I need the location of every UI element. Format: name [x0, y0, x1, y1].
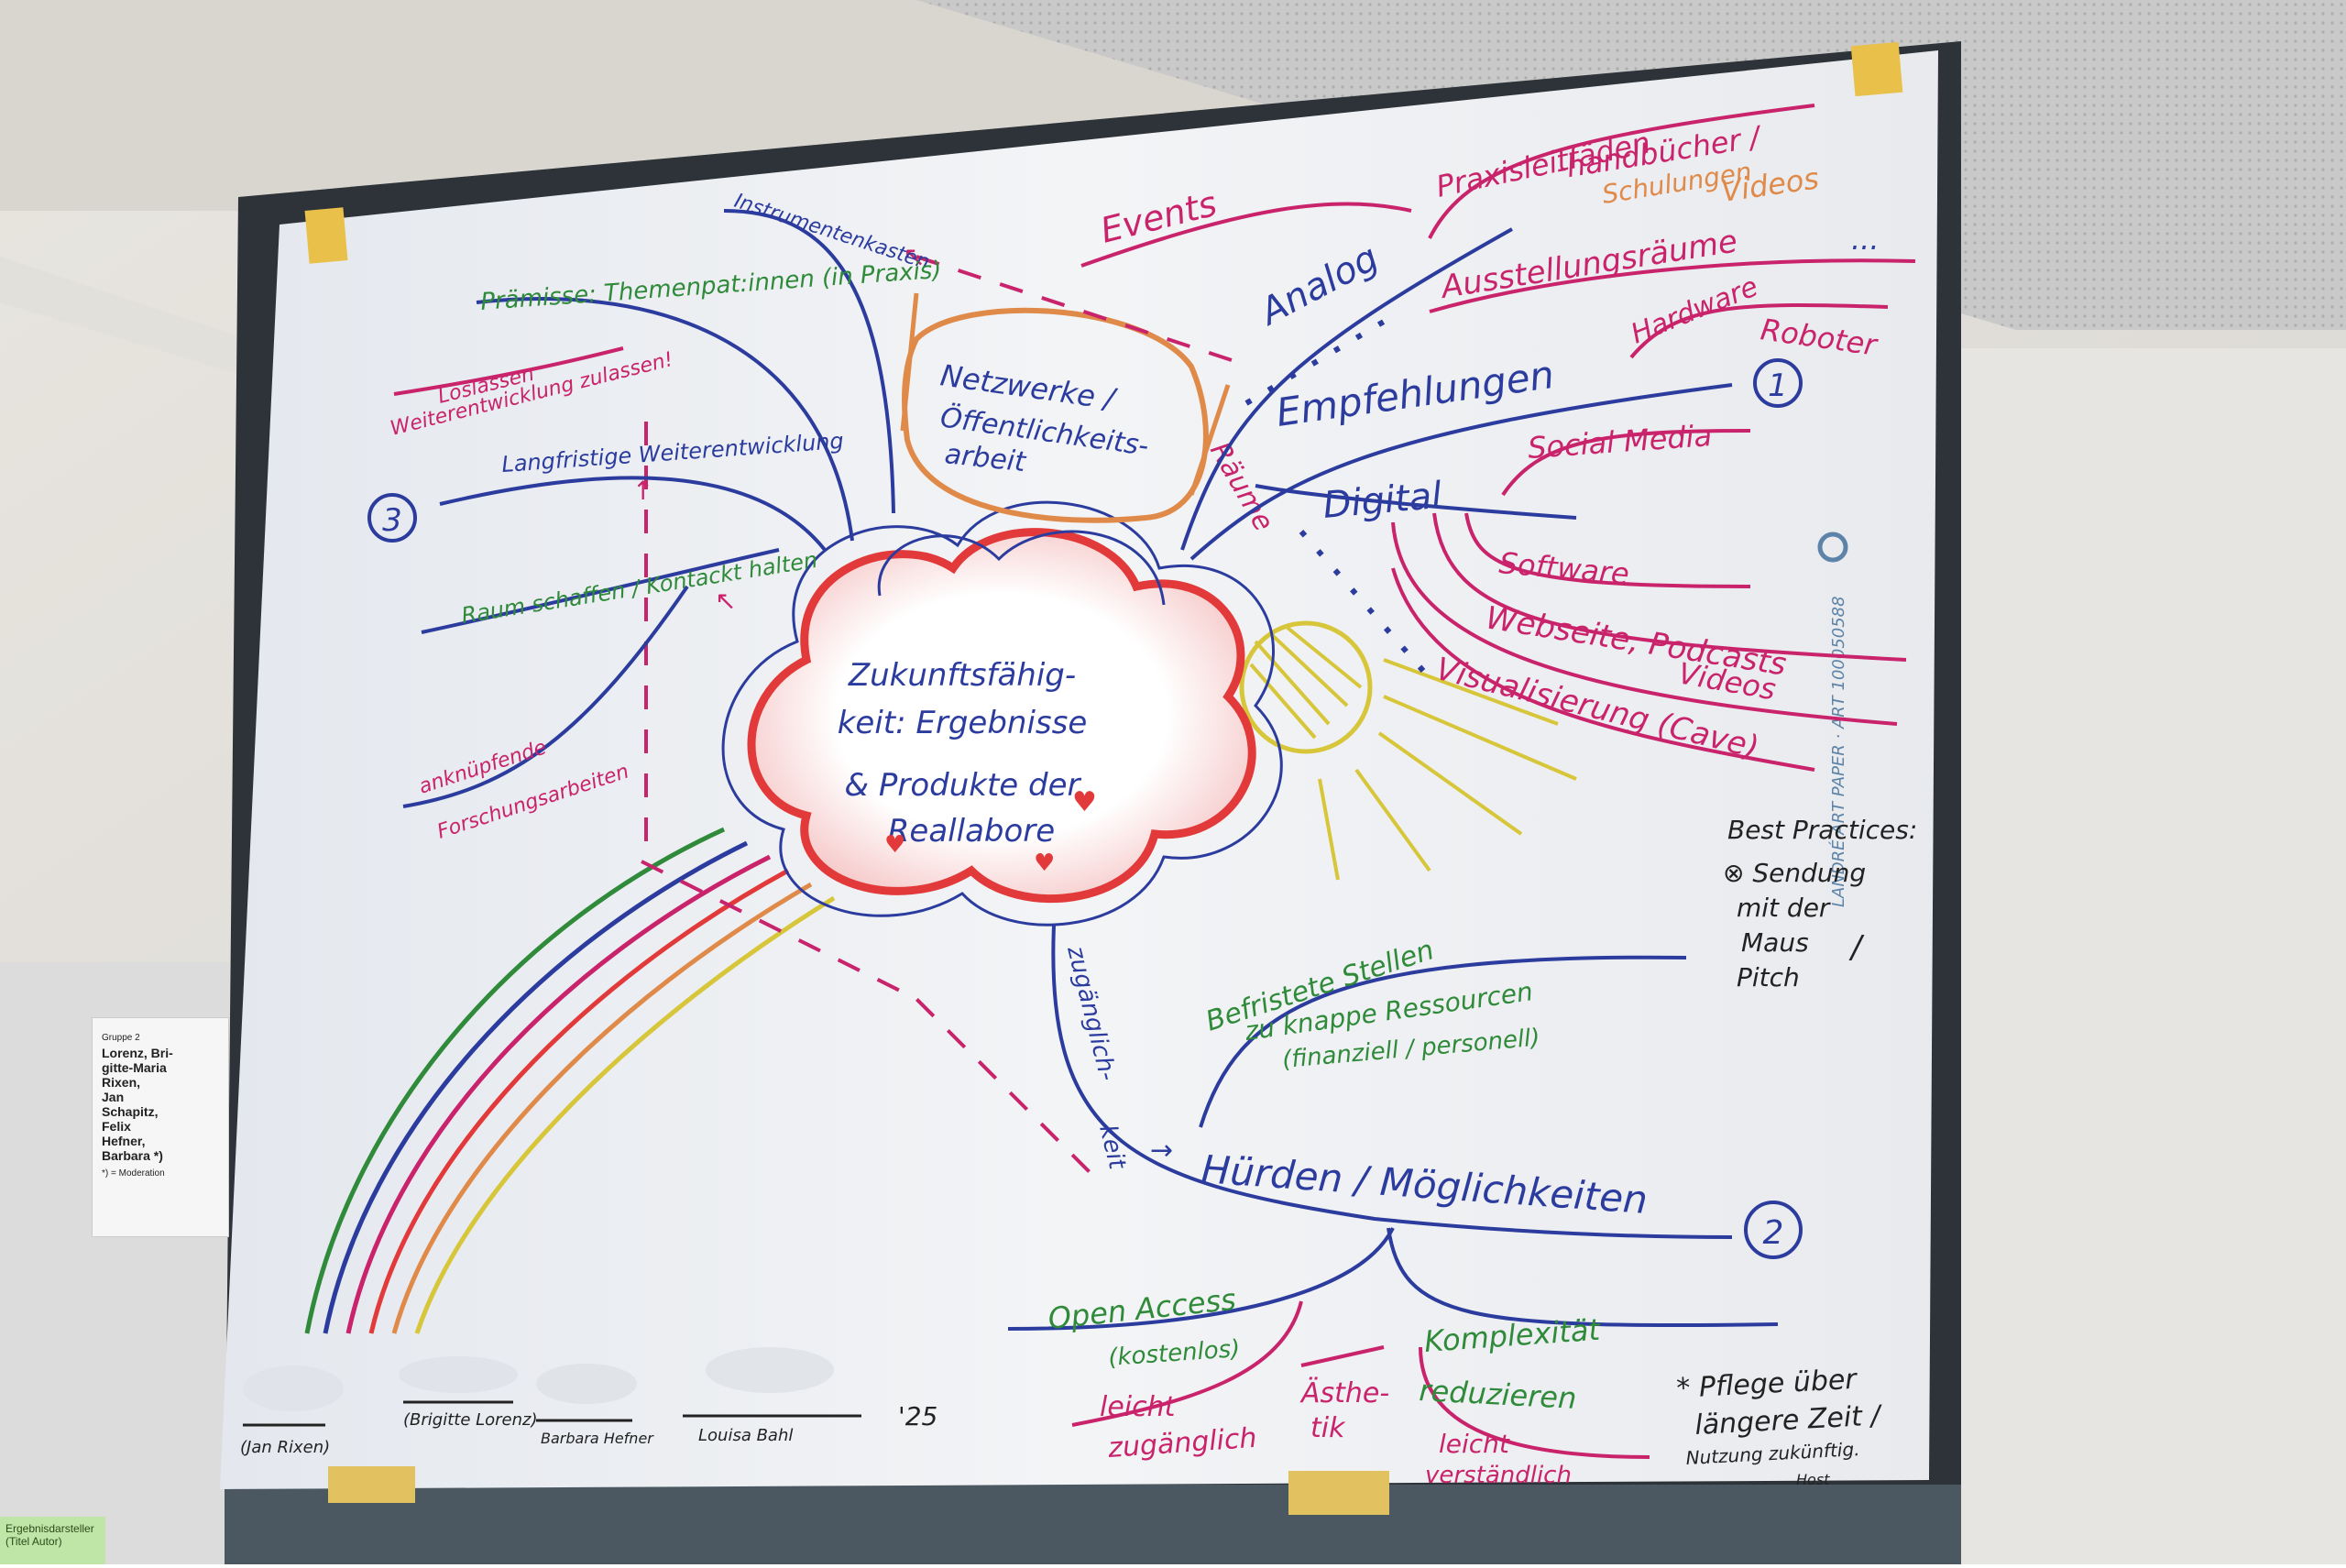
card-name: Lorenz, Bri-: [102, 1046, 173, 1060]
ellipsis-label: ...: [1851, 222, 1880, 257]
number-2: 2: [1763, 1214, 1784, 1252]
signatures: (Jan Rixen) (Brigitte Lorenz) Barbara He…: [240, 1347, 937, 1457]
number-badge-3: [367, 493, 417, 543]
center-cloud: [747, 528, 1256, 904]
paper-logo-icon: [1817, 532, 1848, 563]
card-name: Rixen,: [102, 1075, 141, 1090]
arrow-left-icon: ↖: [903, 241, 926, 273]
signature-name: (Jan Rixen): [240, 1438, 330, 1457]
number-badge-2: [1744, 1201, 1803, 1259]
board-bottom: [225, 1485, 1961, 1564]
card-name: Schapitz,: [102, 1104, 159, 1119]
sticky-note: Ergebnisdarsteller (Titel Autor): [0, 1517, 105, 1564]
best-practice-separator: /: [1848, 929, 1865, 966]
easy-label-3: leicht: [1439, 1429, 1510, 1459]
outer-cloud: [721, 500, 1283, 927]
dotted-links: [1244, 313, 1432, 680]
heart-icon: ♥: [1072, 786, 1097, 818]
tape: [328, 1466, 415, 1503]
best-practices-title: Best Practices:: [1727, 815, 1917, 845]
best-practice-line: Maus: [1741, 927, 1809, 958]
network-loop: [902, 307, 1209, 523]
branch-digital-label: Digital: [1321, 475, 1443, 527]
best-practice-line: mit der: [1737, 893, 1831, 923]
center-line-4: Reallabore: [888, 813, 1055, 850]
paper-brand: LANDRÉ ART PAPER · ART 100050588: [1828, 596, 1848, 907]
easy-label-1: leicht: [1100, 1391, 1177, 1423]
card-name: Jan: [102, 1090, 125, 1104]
card-header: Gruppe 2: [102, 1033, 140, 1043]
hurdle-branches: [1007, 925, 1779, 1459]
card-name: Barbara *): [102, 1148, 163, 1163]
left-branches: [393, 209, 895, 808]
sun-drawing: [1239, 620, 1577, 881]
arrow-up-icon: ↑: [632, 476, 653, 506]
tape: [1288, 1471, 1389, 1515]
heart-icon: ♥: [1034, 850, 1055, 877]
signature-name: Barbara Hefner: [541, 1430, 654, 1447]
ceiling-beam: [0, 257, 275, 385]
tape: [1850, 41, 1903, 97]
signature-name: Louisa Bahl: [698, 1426, 793, 1445]
tape: [304, 207, 348, 264]
number-badge-1: [1753, 358, 1803, 408]
arrow-left-icon: ↖: [715, 586, 736, 616]
right-branches: [1080, 104, 1916, 772]
card-name: Hefner,: [102, 1134, 146, 1148]
signature-year: '25: [898, 1401, 937, 1431]
number-1: 1: [1768, 367, 1788, 404]
arrow-right-icon: →: [1150, 1135, 1173, 1167]
heart-icon: ♥: [884, 831, 905, 859]
best-practice-line: ⊗ Sendung: [1723, 858, 1866, 888]
card-name: gitte-Maria: [102, 1060, 167, 1075]
center-line-2: keit: Ergebnisse: [838, 705, 1088, 741]
center-line-3: & Produkte der: [845, 767, 1082, 804]
aesthetic-label-1: Ästhe-: [1299, 1376, 1389, 1409]
best-practice-line: Pitch: [1737, 962, 1800, 992]
participant-card: Gruppe 2 Lorenz, Bri- gitte-Maria Rixen,…: [92, 1017, 229, 1237]
card-footnote: *) = Moderation: [102, 1168, 165, 1179]
center-line-1: Zukunftsfähig-: [848, 657, 1076, 694]
rainbow: [304, 827, 836, 1334]
reduce-label: reduzieren: [1419, 1373, 1578, 1416]
understand-label: verständlich: [1425, 1462, 1572, 1489]
sticky-line: Ergebnisdarsteller: [5, 1522, 94, 1535]
number-3: 3: [382, 502, 402, 539]
care-label-4: Host: [1796, 1471, 1830, 1488]
card-name: Felix: [102, 1119, 131, 1134]
right-wall: [1952, 348, 2346, 1564]
aesthetic-label-2: tik: [1310, 1412, 1346, 1444]
sticky-line: (Titel Autor): [5, 1535, 62, 1548]
signature-name: (Brigitte Lorenz): [403, 1410, 538, 1430]
